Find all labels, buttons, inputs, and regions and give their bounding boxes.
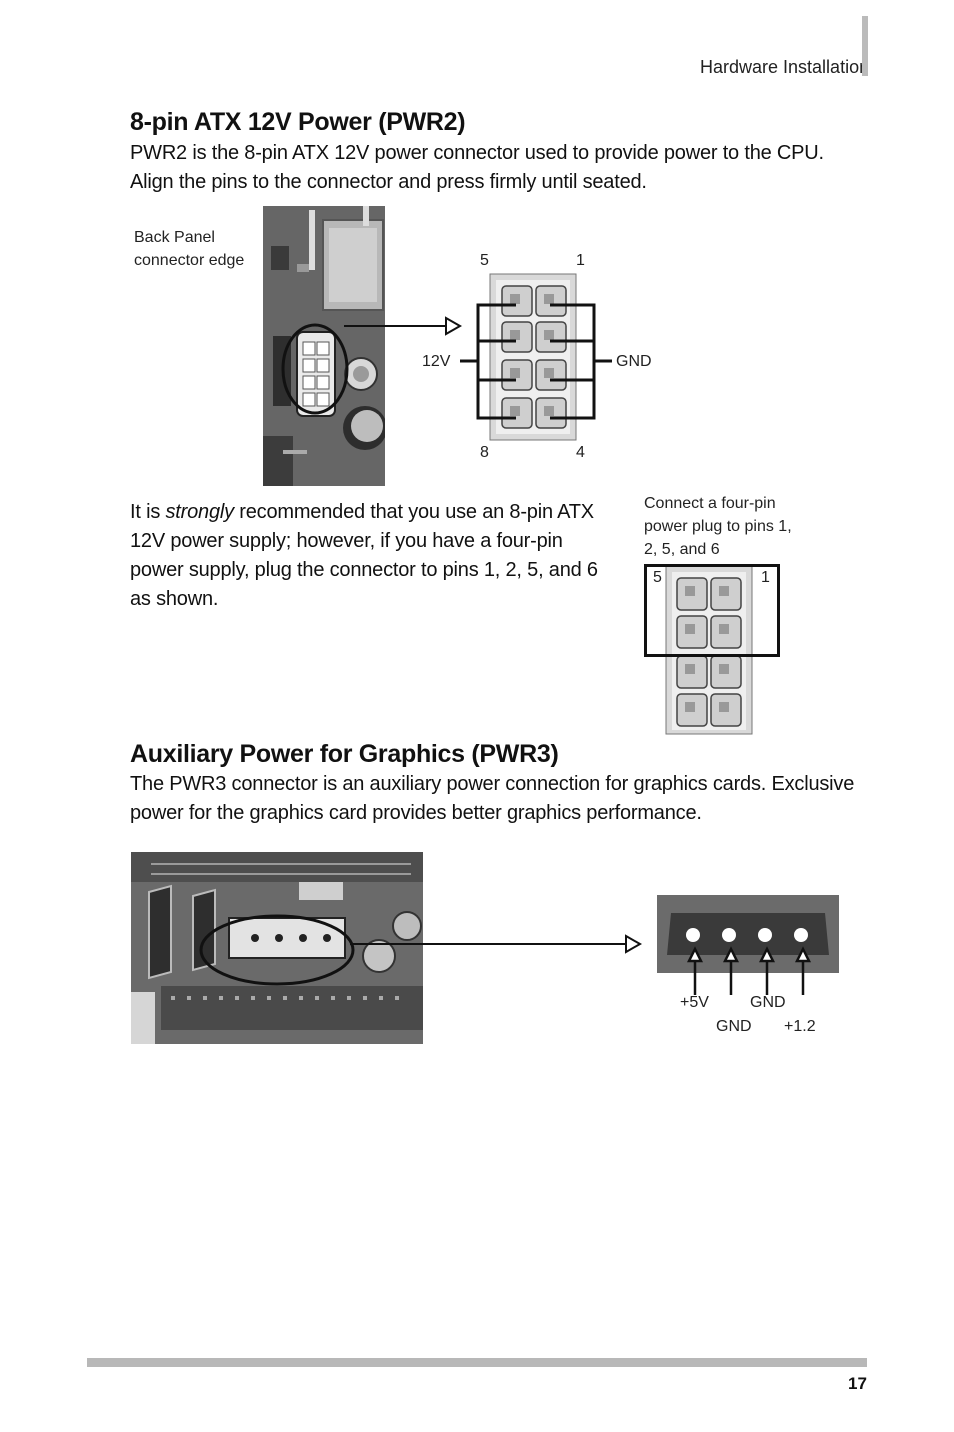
pin-label-4: 4 <box>576 444 585 461</box>
recommendation-emphasis: strongly <box>165 501 234 523</box>
motherboard-photo-pwr2 <box>263 206 387 486</box>
pwr2-heading: 8-pin ATX 12V Power (PWR2) <box>130 108 466 136</box>
pwr3-connector-diagram <box>657 895 839 995</box>
pin-label-1: 1 <box>576 252 585 269</box>
motherboard-photo-pwr3 <box>131 852 423 1044</box>
arrow-to-pinout-pwr3 <box>350 934 643 954</box>
edge-label: Back Panel connector edge <box>134 229 245 269</box>
pwr3-pin-label-2: GND <box>716 1018 752 1035</box>
pinout-8pin-diagram <box>460 273 612 441</box>
page-number: 17 <box>848 1374 867 1393</box>
fourpin-label-5: 5 <box>653 569 662 586</box>
pwr3-pin-label-4: +1.2 <box>784 1018 816 1035</box>
recommendation-prefix: It is <box>130 501 166 523</box>
arrow-to-pinout-pwr2 <box>344 316 463 336</box>
fourpin-caption: Connect a four-pin power plug to pins 1,… <box>644 495 792 558</box>
running-header: Hardware Installation <box>700 57 870 77</box>
pin-label-5: 5 <box>480 252 489 269</box>
pwr3-heading: Auxiliary Power for Graphics (PWR3) <box>130 740 559 768</box>
pin-label-8: 8 <box>480 444 489 461</box>
pinout-4pin-diagram <box>644 564 780 735</box>
label-12v: 12V <box>422 353 451 370</box>
pwr2-description: PWR2 is the 8-pin ATX 12V power connecto… <box>130 142 824 193</box>
fourpin-label-1: 1 <box>761 569 770 586</box>
pwr3-pin-label-3: GND <box>750 994 786 1011</box>
pwr3-pin-label-1: +5V <box>680 994 709 1011</box>
label-gnd: GND <box>616 353 652 370</box>
recommendation-suffix: recommended that you use an 8-pin ATX 12… <box>130 501 598 610</box>
pwr2-recommendation: It is strongly recommended that you use … <box>130 498 620 614</box>
header-bar <box>862 16 868 76</box>
footer-bar <box>87 1358 867 1367</box>
pwr3-description: The PWR3 connector is an auxiliary power… <box>130 773 855 824</box>
